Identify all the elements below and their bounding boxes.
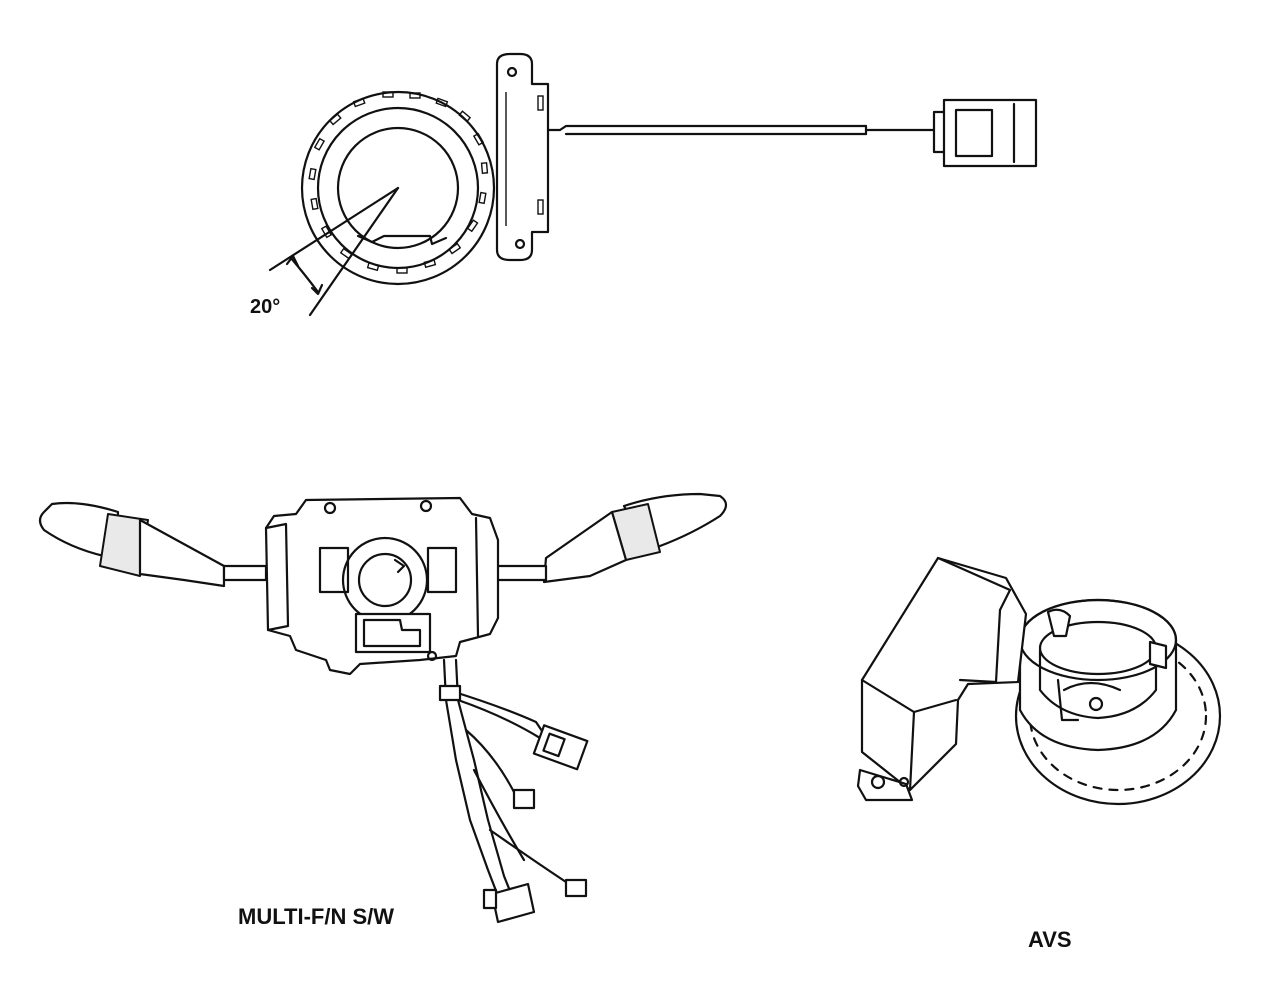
multifunction-switch-drawing [38,492,728,924]
angle-label: 20° [250,296,280,318]
multifunction-switch-label: MULTI-F/N S/W [238,904,394,929]
clock-spring-sensor-drawing [268,52,1038,317]
avs-sensor-drawing [856,556,1222,806]
avs-label: AVS [1028,927,1072,952]
